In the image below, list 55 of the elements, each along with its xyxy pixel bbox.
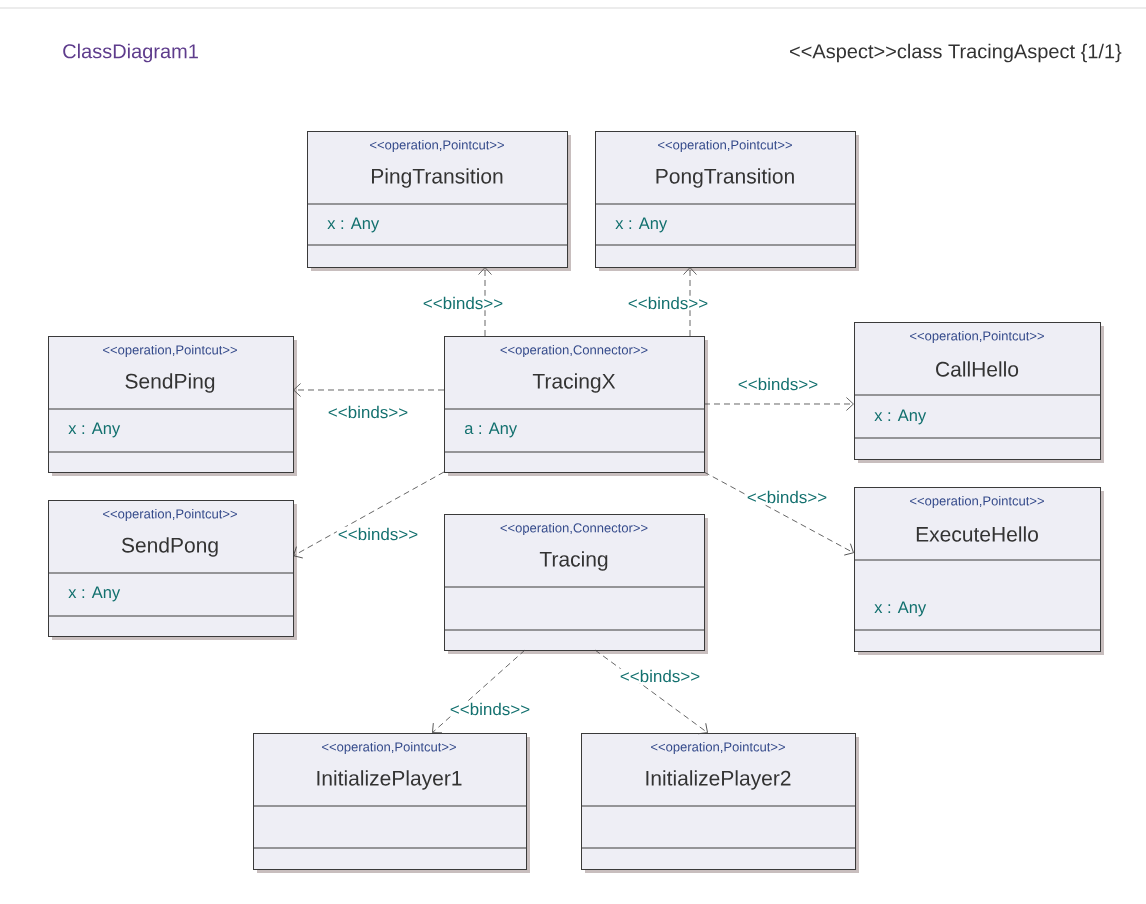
stereotype-label: <<operation,Pointcut>>: [103, 508, 237, 522]
arrow: [703, 397, 854, 411]
attribute-text: x : Any: [874, 601, 927, 617]
stereotype-label: <<operation,Pointcut>>: [370, 139, 504, 153]
class-box: [594, 131, 859, 271]
arrow: [478, 267, 492, 337]
class-name: SendPong: [121, 537, 218, 557]
class-box: [443, 336, 708, 476]
arrow: [293, 471, 445, 559]
attribute-text: x : Any: [327, 217, 380, 233]
edge-label: <<binds>>: [336, 526, 420, 542]
class-box: [443, 514, 708, 654]
stereotype-label: <<operation,Connector>>: [500, 522, 648, 536]
class-name: PingTransition: [372, 168, 503, 188]
stereotype-label: <<operation,Connector>>: [500, 344, 648, 358]
class-name: PongTransition: [656, 168, 794, 188]
class-box: [853, 322, 1104, 463]
class-header: <<Aspect>>class TracingAspect {1/1}: [790, 43, 1122, 63]
stereotype-label: <<operation,Pointcut>>: [910, 495, 1044, 509]
class-name: CallHello: [936, 361, 1019, 377]
attribute-text: x : Any: [874, 409, 927, 425]
arrow: [293, 383, 445, 397]
class-name: SendPing: [125, 373, 215, 393]
edge-label: <<binds>>: [736, 376, 820, 392]
attribute-text: a : Any: [464, 422, 518, 438]
class-name: InitializePlayer1: [317, 770, 462, 790]
arrow: [703, 471, 854, 556]
stereotype-label: <<operation,Pointcut>>: [322, 741, 456, 755]
class-box: [853, 487, 1104, 655]
class-box: [252, 733, 530, 873]
stereotype-label: <<operation,Pointcut>>: [103, 344, 237, 358]
class-name: TracingX: [532, 373, 616, 393]
edge-label: <<binds>>: [326, 404, 410, 420]
arrow: [432, 649, 526, 734]
edge-label: <<binds>>: [626, 295, 710, 311]
class-box: [580, 733, 859, 873]
edge-label: <<binds>>: [745, 489, 829, 505]
stereotype-label: <<operation,Pointcut>>: [910, 330, 1044, 344]
edge-label: <<binds>>: [421, 295, 505, 311]
class-name: InitializePlayer2: [646, 770, 791, 790]
edge-label: <<binds>>: [448, 701, 532, 717]
diagram-name: ClassDiagram1: [63, 43, 198, 63]
class-name: Tracing: [539, 551, 608, 571]
arrow: [594, 649, 708, 735]
attribute-text: x : Any: [68, 422, 121, 438]
attribute-text: x : Any: [615, 217, 668, 233]
stereotype-label: <<operation,Pointcut>>: [651, 741, 785, 755]
class-box: [47, 500, 297, 640]
arrow: [683, 267, 697, 337]
stereotype-label: <<operation,Pointcut>>: [658, 139, 792, 153]
edge-label: <<binds>>: [618, 668, 702, 684]
class-box: [306, 131, 571, 271]
attribute-text: x : Any: [68, 586, 121, 602]
class-box: [47, 336, 297, 476]
class-name: ExecuteHello: [916, 526, 1038, 542]
